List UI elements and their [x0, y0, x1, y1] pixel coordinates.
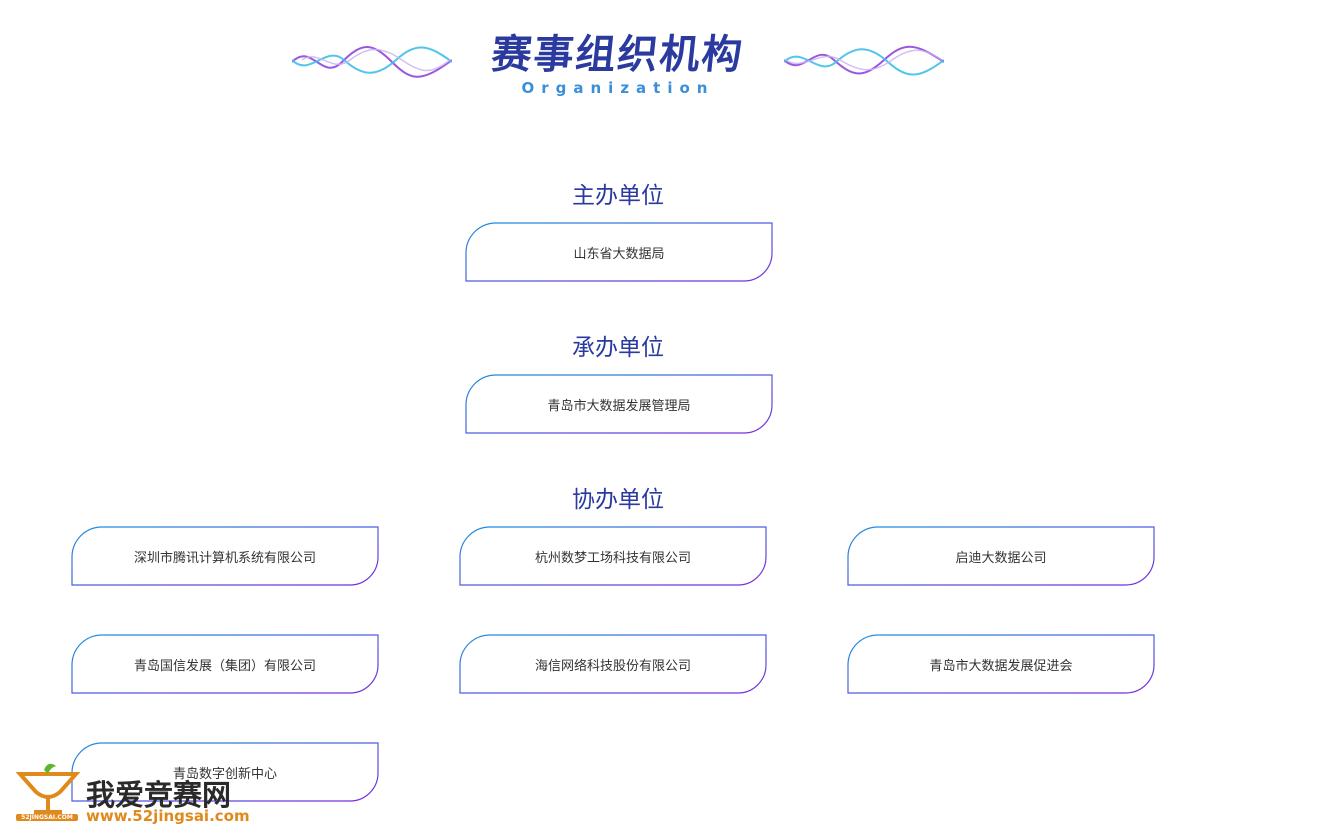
org-card-label: 青岛国信发展（集团）有限公司	[133, 658, 316, 674]
org-card: 青岛数字创新中心	[71, 742, 379, 802]
card-border	[847, 526, 1155, 586]
org-card-label: 山东省大数据局	[573, 246, 665, 262]
page-title-text: 赛事组织机构	[489, 32, 746, 78]
card-border	[847, 634, 1155, 694]
card-border	[465, 374, 773, 434]
org-card: 青岛市大数据发展促进会	[847, 634, 1155, 694]
org-card-label: 青岛市大数据发展管理局	[547, 398, 691, 414]
org-card: 启迪大数据公司	[847, 526, 1155, 586]
org-card-label: 青岛数字创新中心	[172, 766, 277, 782]
org-card: 青岛国信发展（集团）有限公司	[71, 634, 379, 694]
card-border	[71, 634, 379, 694]
header: 赛事组织机构 Organization	[0, 0, 1324, 120]
org-card-label: 杭州数梦工场科技有限公司	[534, 550, 691, 566]
section-title-organizer: 承办单位	[572, 335, 664, 361]
trophy-logo-icon	[16, 763, 80, 814]
org-card: 深圳市腾讯计算机系统有限公司	[71, 526, 379, 586]
org-card-label: 青岛市大数据发展促进会	[929, 658, 1073, 674]
card-border	[459, 526, 767, 586]
section-title-coorganizer: 协办单位	[572, 487, 664, 513]
card-border	[465, 222, 773, 282]
section-title-host: 主办单位	[572, 183, 664, 209]
page-title: 赛事组织机构	[0, 22, 1239, 80]
org-card: 青岛市大数据发展管理局	[465, 374, 773, 434]
org-card: 海信网络科技股份有限公司	[459, 634, 767, 694]
sound-wave-left-icon	[292, 46, 452, 78]
org-card-label: 启迪大数据公司	[955, 550, 1047, 566]
org-card: 杭州数梦工场科技有限公司	[459, 526, 767, 586]
sound-wave-right-icon	[784, 45, 944, 76]
card-border	[459, 634, 767, 694]
card-border	[71, 526, 379, 586]
page-subtitle: Organization	[521, 79, 715, 97]
watermark-badge: 52JINGSAI.COM	[16, 814, 78, 821]
card-border	[71, 742, 379, 802]
watermark-url[interactable]: www.52jingsai.com	[86, 807, 250, 825]
org-card: 山东省大数据局	[465, 222, 773, 282]
org-card-label: 深圳市腾讯计算机系统有限公司	[133, 550, 316, 566]
org-card-label: 海信网络科技股份有限公司	[534, 658, 691, 674]
watermark-name: 我爱竞赛网	[86, 778, 232, 812]
site-watermark: 52JINGSAI.COM 我爱竞赛网 www.52jingsai.com	[14, 762, 254, 828]
